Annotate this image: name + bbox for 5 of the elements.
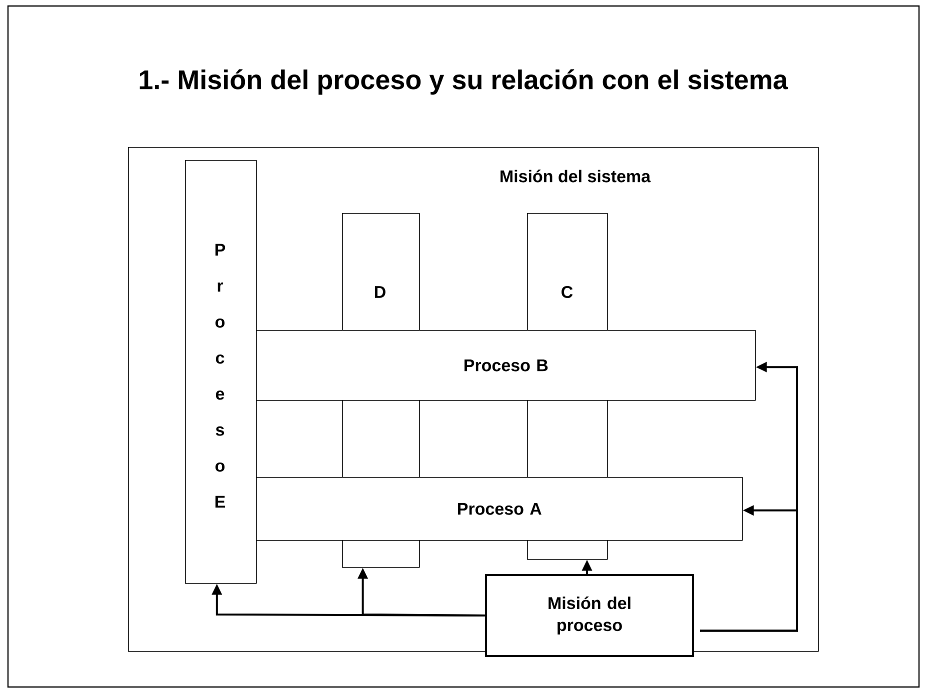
title: 1.- Misión del proceso y su relación con el sistema xyxy=(140,69,788,95)
mission-box: Misión del proceso xyxy=(485,574,694,657)
vertical-process-box: Proceso E xyxy=(185,160,257,584)
process-band: Proceso B xyxy=(256,330,756,401)
process-band: Proceso A xyxy=(256,477,743,541)
